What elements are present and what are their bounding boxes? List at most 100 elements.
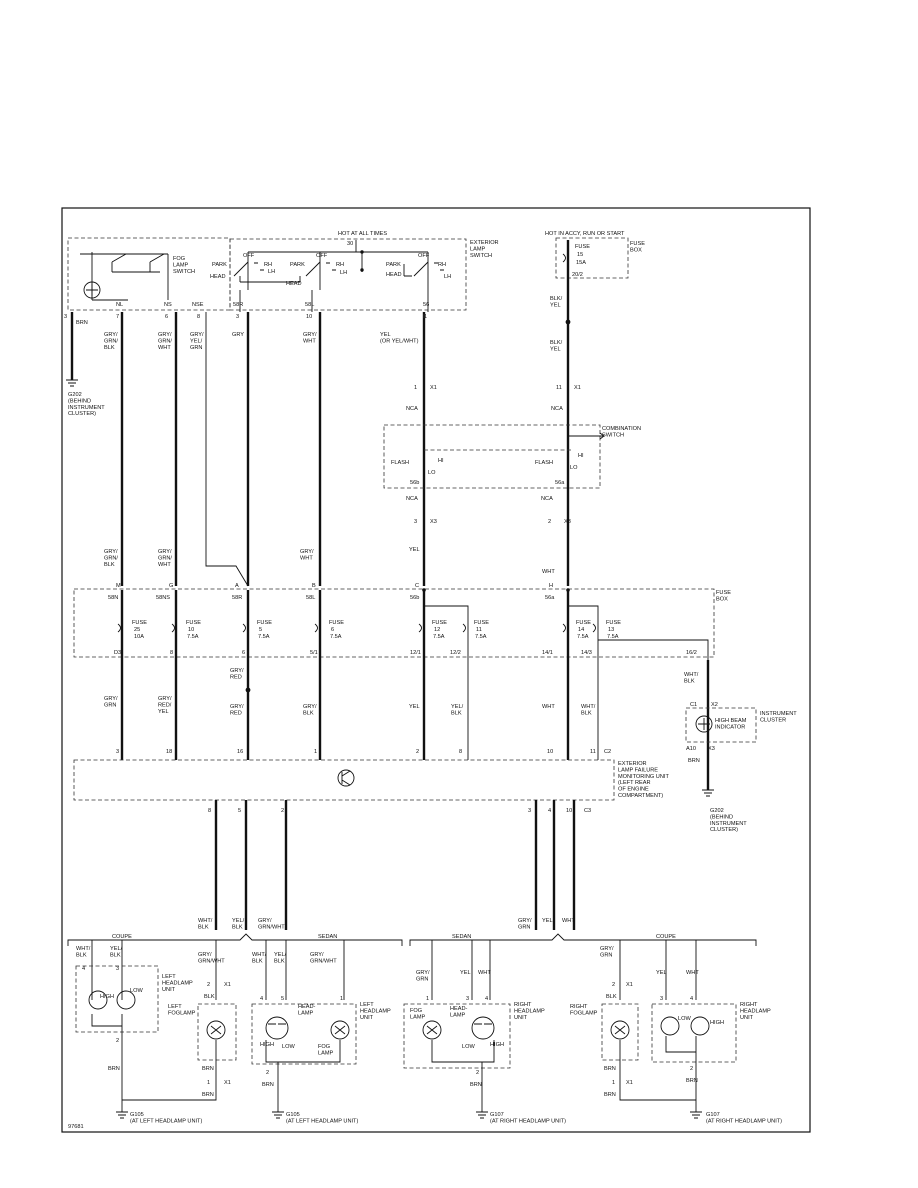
left-sedan-high-text: HIGH (260, 1042, 274, 1048)
connector-x3-a: X3 (430, 519, 437, 525)
fb-58n: 58N (108, 595, 118, 601)
switch-off-2: OFF (316, 253, 328, 259)
ground-g105-a: G105(AT LEFT HEADLAMP UNIT) (130, 1112, 202, 1124)
left-coupe-low-text: LOW (130, 988, 143, 994)
terminal-30: 30 (347, 241, 353, 247)
sedan-r-gry-grn: GRY/GRN (416, 970, 430, 982)
left-coupe-high-text: HIGH (100, 994, 114, 1000)
right-headlamp-sedan-box (403, 1003, 511, 1069)
fog-wire-blk: BLK (204, 994, 215, 1000)
fuse-links (117, 623, 596, 633)
head-lamp-label: HEAD-LAMP (298, 1004, 316, 1016)
wire-label-nca-2: NCA (551, 406, 563, 412)
rf-pin-1: 1 (612, 1080, 615, 1086)
rf-connector-x1: X1 (626, 982, 633, 988)
wire-label-gry-grn-blk-2: GRY/GRN/BLK (104, 549, 118, 568)
wire-label-yel: YEL (409, 547, 420, 553)
connector-c2-pin: 2 (548, 519, 551, 525)
pin-8: 8 (197, 314, 200, 320)
right-headlamp-coupe-box (651, 1003, 737, 1063)
wire-label-gry-red-2: GRY/RED (230, 704, 244, 716)
sedan-wire-yel-blk: YEL/BLK (274, 952, 287, 964)
wire-brn-b2: BRN (202, 1066, 214, 1072)
comb-lo-2: LO (570, 465, 578, 471)
wire-label-wht-blk-ic: WHT/BLK (684, 672, 699, 684)
ground-symbol-ic (702, 789, 714, 797)
terminal-56: 56 (423, 302, 429, 308)
fuse-11-amps: 7.5A (475, 634, 487, 640)
rf-connector-x1-b: X1 (626, 1080, 633, 1086)
comb-hi-2: HI (578, 453, 584, 459)
wire-label-wht-blk-lo: WHT/BLK (198, 918, 213, 930)
switch-park-2: PARK (290, 262, 305, 268)
mu-pin-8: 8 (459, 749, 462, 755)
right-sedan-head-lamp (471, 1016, 495, 1040)
ic-pin-c1: C1 (690, 702, 697, 708)
sedan-wire-wht-blk: WHT/BLK (252, 952, 267, 964)
head-lamp-label-r: HEAD-LAMP (450, 1006, 468, 1018)
fuse-12-name: FUSE (432, 620, 447, 626)
variant-coupe-left: COUPE (112, 934, 132, 940)
rf-pin-2: 2 (612, 982, 615, 988)
left-sedan-fog-lamp (330, 1020, 350, 1040)
mo-pin-5: 5 (238, 808, 241, 814)
wire-label-gry-wht: GRY/WHT (303, 332, 317, 344)
left-sedan-low-text: LOW (282, 1044, 295, 1050)
switch-rh-3: RH (438, 262, 446, 268)
fog-switch-contacts (80, 252, 169, 301)
wire-label-yel-blk: YEL/BLK (451, 704, 464, 716)
fuse-13-amps: 7.5A (607, 634, 619, 640)
rc-pin-2: 2 (690, 1066, 693, 1072)
fuse-6-name: FUSE (329, 620, 344, 626)
fuse-6-amps: 7.5A (330, 634, 342, 640)
comb-hi-1: HI (438, 458, 444, 464)
rf-wire-blk: BLK (606, 994, 617, 1000)
right-sedan-common (431, 1040, 495, 1112)
mu-pin-3: 3 (116, 749, 119, 755)
switch-head-3: HEAD (386, 272, 402, 278)
fb-pin-6: 6 (242, 650, 245, 656)
coupe-wire-wht-blk: WHT/BLK (76, 946, 91, 958)
wire-label-gry-wht-2: GRY/WHT (300, 549, 314, 561)
fuse-25-name: FUSE (132, 620, 147, 626)
wire-label-blk-yel: BLK/YEL (550, 296, 563, 308)
right-foglamp-filament (614, 1025, 626, 1035)
fuse-12-amps: 7.5A (433, 634, 445, 640)
wire-label-gry-grn-wht-lo: GRY/GRN/WHT (258, 918, 285, 930)
mo-pin-2: 2 (281, 808, 284, 814)
fb-pin-b: B (312, 583, 316, 589)
ground-symbols-bottom (116, 1111, 702, 1119)
fb-56a-bus (568, 605, 599, 622)
fb-pin-c: C (415, 583, 419, 589)
sedan-r-yel: YEL (460, 970, 471, 976)
fuse-15-pin: 20/2 (572, 272, 583, 278)
splice-blk-yel (565, 319, 571, 325)
switch-rh-1: RH (264, 262, 272, 268)
mo-pin-3: 3 (528, 808, 531, 814)
left-coupe-high-lamp (88, 990, 108, 1010)
mu-pin-1: 1 (314, 749, 317, 755)
fog-switch-lamp-filament (86, 284, 98, 296)
fuse-5-amps: 7.5A (258, 634, 270, 640)
fog-connector-x1: X1 (224, 982, 231, 988)
sl-pin-1: 1 (340, 996, 343, 1002)
pin-7: 7 (116, 314, 119, 320)
connector-x1-a: X1 (430, 385, 437, 391)
terminal-ns: NS (164, 302, 172, 308)
variant-sedan-left: SEDAN (318, 934, 337, 940)
fb-pin-g: G (169, 583, 173, 589)
comb-56a: 56a (555, 480, 565, 486)
fuse-10-name: FUSE (186, 620, 201, 626)
fog-pin-1: 1 (207, 1080, 210, 1086)
wire-label-nca-4: NCA (541, 496, 553, 502)
left-sedan-fog-filament (334, 1025, 346, 1035)
connector-x1-b: X1 (574, 385, 581, 391)
fb-56b-bus (424, 605, 469, 622)
